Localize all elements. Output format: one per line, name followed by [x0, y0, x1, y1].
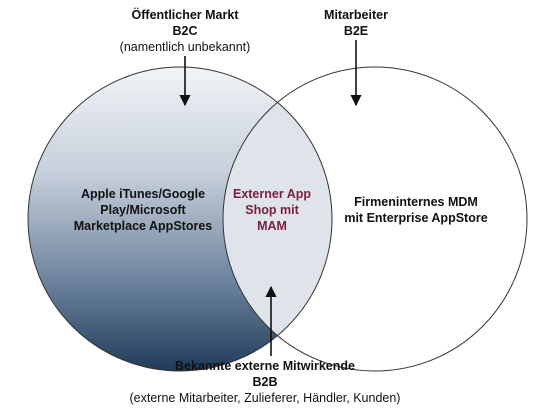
- intersection-label: Externer App Shop mit MAM: [222, 186, 322, 234]
- right-circle-line: mit Enterprise AppStore: [344, 211, 488, 225]
- b2e-code: B2E: [343, 24, 369, 38]
- b2b-title: Bekannte externe Mitwirkende: [175, 359, 355, 373]
- b2c-label: Öffentlicher Markt B2C (namentlich unbek…: [95, 7, 275, 55]
- b2c-note: (namentlich unbekannt): [119, 40, 251, 54]
- left-circle-line: Apple iTunes/Google: [80, 187, 206, 201]
- b2c-code: B2C: [172, 24, 198, 38]
- left-circle-line: Marketplace AppStores: [73, 219, 213, 233]
- intersection-line: Shop mit: [245, 203, 299, 217]
- b2e-label: Mitarbeiter B2E: [286, 7, 426, 39]
- b2b-code: B2B: [252, 375, 278, 389]
- right-circle-line: Firmeninternes MDM: [354, 195, 478, 209]
- b2b-note: (externe Mitarbeiter, Zulieferer, Händle…: [129, 391, 401, 405]
- intersection-region: [223, 67, 332, 371]
- right-circle-label: Firmeninternes MDM mit Enterprise AppSto…: [326, 194, 506, 226]
- b2e-title: Mitarbeiter: [324, 8, 388, 22]
- intersection-line: MAM: [257, 219, 287, 233]
- left-circle-label: Apple iTunes/Google Play/Microsoft Marke…: [58, 186, 228, 234]
- left-circle-line: Play/Microsoft: [100, 203, 186, 217]
- left-circle-outline: [27, 66, 333, 372]
- intersection-line: Externer App: [232, 187, 312, 201]
- b2c-title: Öffentlicher Markt: [131, 8, 239, 22]
- b2b-label: Bekannte externe Mitwirkende B2B (extern…: [95, 358, 435, 406]
- right-circle-outline: [222, 66, 528, 372]
